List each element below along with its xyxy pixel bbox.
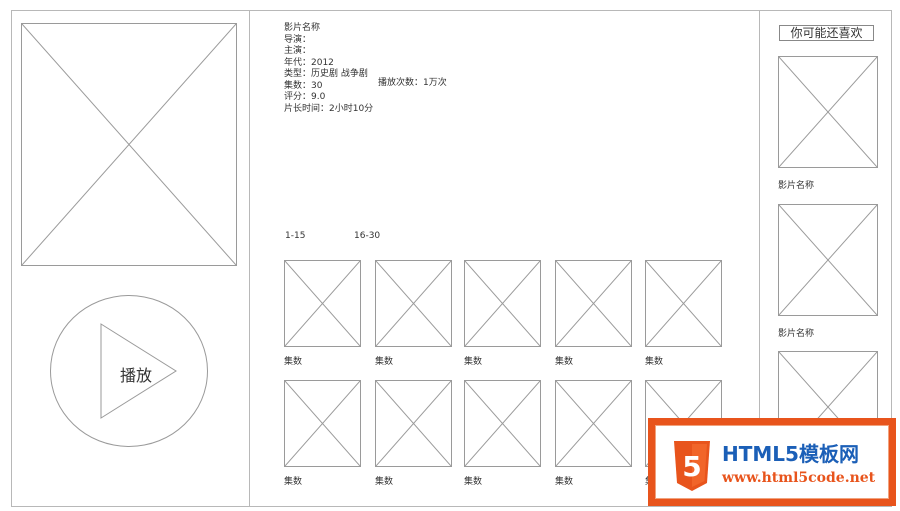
episode-label: 集数 (284, 357, 303, 367)
episode-count: 集数：30 (284, 80, 323, 91)
play-label: 播放 (120, 366, 153, 385)
year: 年代：2012 (284, 57, 334, 68)
director: 导演： (284, 34, 312, 45)
cast: 主演： (284, 46, 312, 56)
episode-thumbnail[interactable] (555, 260, 632, 347)
watermark-brand: HTML5模板网 (722, 442, 859, 466)
recommend-item-name[interactable]: 影片名称 (778, 181, 815, 191)
episode-label: 集数 (284, 477, 303, 487)
rating: 评分：9.0 (284, 92, 326, 102)
episode-thumbnail[interactable] (284, 380, 361, 467)
duration: 片长时间：2小时10分 (284, 103, 374, 114)
play-count: 播放次数：1万次 (378, 78, 447, 88)
poster-image (21, 23, 237, 266)
episode-thumbnail[interactable] (375, 260, 452, 347)
episode-label: 集数 (464, 477, 483, 487)
episode-label: 集数 (464, 357, 483, 367)
watermark-inner: 5 HTML5模板网 www.html5code.net (655, 425, 889, 499)
right-divider (759, 10, 760, 507)
episode-label: 集数 (555, 357, 574, 367)
movie-title: 影片名称 (284, 23, 321, 33)
svg-text:5: 5 (682, 450, 701, 483)
episode-label: 集数 (375, 357, 394, 367)
left-divider (249, 10, 250, 507)
episode-thumbnail[interactable] (464, 260, 541, 347)
watermark-banner: 5 HTML5模板网 www.html5code.net (648, 418, 896, 506)
recommend-item-name[interactable]: 影片名称 (778, 329, 815, 339)
tab-episodes-16-30[interactable]: 16-30 (354, 231, 381, 241)
watermark-url: www.html5code.net (722, 470, 876, 486)
tab-episodes-1-15[interactable]: 1-15 (285, 231, 306, 241)
episode-thumbnail[interactable] (375, 380, 452, 467)
episode-thumbnail[interactable] (464, 380, 541, 467)
movie-info: 影片名称 导演： 主演： 年代：2012 类型：历史剧 战争剧 集数：30 评分… (284, 23, 373, 115)
recommend-title: 你可能还喜欢 (779, 25, 874, 41)
recommend-thumbnail[interactable] (778, 56, 878, 168)
html5-shield-icon: 5 (674, 441, 710, 491)
genre: 类型：历史剧 战争剧 (284, 69, 368, 79)
episode-thumbnail[interactable] (645, 260, 722, 347)
episode-thumbnail[interactable] (284, 260, 361, 347)
episode-label: 集数 (375, 477, 394, 487)
recommend-thumbnail[interactable] (778, 204, 878, 316)
episode-label: 集数 (645, 357, 664, 367)
page-frame (11, 10, 892, 507)
episode-label: 集数 (555, 477, 574, 487)
episode-thumbnail[interactable] (555, 380, 632, 467)
play-button[interactable] (50, 295, 208, 447)
play-icon (100, 323, 177, 419)
